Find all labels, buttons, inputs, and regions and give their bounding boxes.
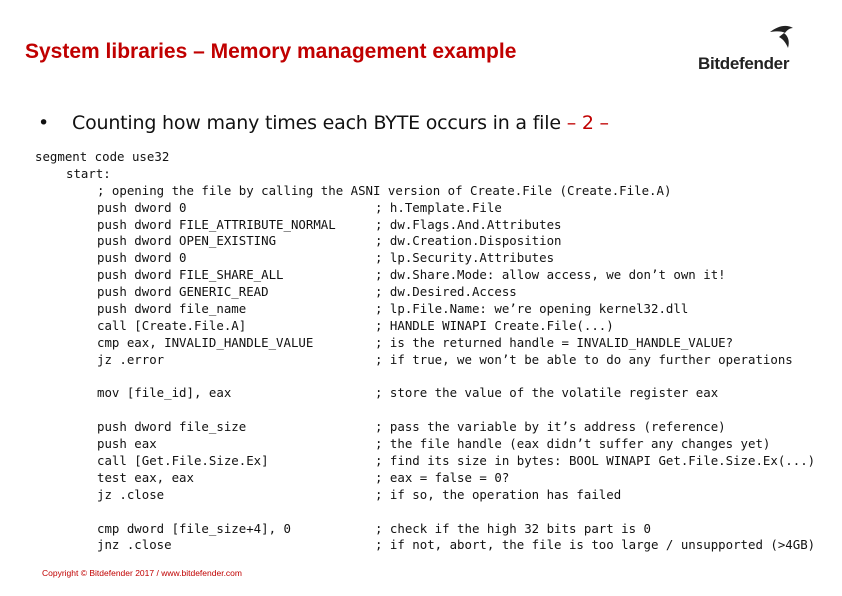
bullet-page-marker: – 2 – <box>566 112 609 134</box>
code-comment: ; lp.Security.Attributes <box>375 250 555 266</box>
code-instruction: call [Create.File.A] <box>97 317 247 333</box>
bullet-point: • Counting how many times each BYTE occur… <box>38 112 609 134</box>
wolf-swoosh-icon <box>770 25 793 48</box>
code-comment: ; eax = false = 0? <box>375 469 510 485</box>
code-instruction: start: <box>66 165 111 181</box>
code-comment: ; dw.Share.Mode: allow access, we don’t … <box>375 267 726 283</box>
code-instruction: push eax <box>97 436 157 452</box>
code-comment: ; is the returned handle = INVALID_HANDL… <box>375 334 734 350</box>
slide-title: System libraries – Memory management exa… <box>25 40 517 63</box>
code-instruction: segment code use32 <box>35 149 170 164</box>
bitdefender-logo: Bitdefender <box>698 22 808 77</box>
code-instruction: mov [file_id], eax <box>97 385 232 401</box>
code-instruction: jnz .close <box>97 537 172 553</box>
code-instruction: push dword 0 <box>97 199 187 215</box>
code-comment: ; h.Template.File <box>375 199 502 215</box>
bullet-icon: • <box>38 112 50 134</box>
code-comment: ; the file handle (eax didn’t suffer any… <box>375 436 771 452</box>
code-comment: ; if not, abort, the file is too large /… <box>375 537 816 553</box>
code-instruction: cmp eax, INVALID_HANDLE_VALUE <box>97 334 314 350</box>
code-comment: ; pass the variable by it’s address (ref… <box>375 419 726 435</box>
logo-wordmark: Bitdefender <box>698 54 790 73</box>
code-instruction: jz .error <box>97 351 165 367</box>
code-instruction: test eax, eax <box>97 469 194 485</box>
code-comment: ; check if the high 32 bits part is 0 <box>375 520 652 536</box>
copyright-footer: Copyright © Bitdefender 2017 / www.bitde… <box>42 568 242 578</box>
code-instruction: cmp dword [file_size+4], 0 <box>97 520 291 536</box>
code-instruction: push dword FILE_ATTRIBUTE_NORMAL <box>97 216 336 232</box>
bullet-text: Counting how many times each BYTE occurs… <box>72 112 567 134</box>
code-instruction: jz .close <box>97 486 165 502</box>
code-comment: ; dw.Creation.Disposition <box>375 233 562 249</box>
code-instruction: ; opening the file by calling the ASNI v… <box>97 182 672 198</box>
code-instruction: push dword FILE_SHARE_ALL <box>97 267 284 283</box>
code-comment: ; if so, the operation has failed <box>375 486 622 502</box>
code-instruction: call [Get.File.Size.Ex] <box>97 453 269 469</box>
code-instruction: push dword file_size <box>97 419 247 435</box>
code-comment: ; find its size in bytes: BOOL WINAPI Ge… <box>375 453 816 469</box>
code-instruction: push dword file_name <box>97 301 247 317</box>
code-comment: ; store the value of the volatile regist… <box>375 385 719 401</box>
code-comment: ; if true, we won’t be able to do any fu… <box>375 351 793 367</box>
code-instruction: push dword GENERIC_READ <box>97 284 269 300</box>
code-instruction: push dword OPEN_EXISTING <box>97 233 277 249</box>
code-comment: ; dw.Flags.And.Attributes <box>375 216 562 232</box>
code-comment: ; dw.Desired.Access <box>375 284 517 300</box>
code-instruction: push dword 0 <box>97 250 187 266</box>
code-comment: ; lp.File.Name: we’re opening kernel32.d… <box>375 301 689 317</box>
code-comment: ; HANDLE WINAPI Create.File(...) <box>375 317 614 333</box>
